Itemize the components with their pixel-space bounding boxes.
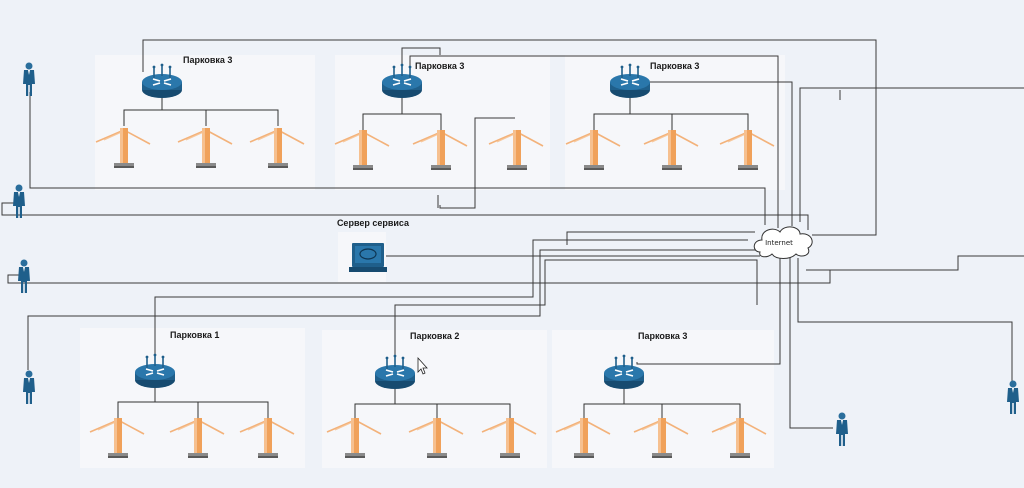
person-icon[interactable] xyxy=(23,370,35,405)
person-icon[interactable] xyxy=(23,62,35,97)
parking-label: Парковка 3 xyxy=(183,55,232,65)
connection-wires xyxy=(1,39,1024,429)
person-icon[interactable] xyxy=(1007,380,1019,415)
parking-label: Парковка 1 xyxy=(170,330,219,340)
parking-top-3: Парковка 3 xyxy=(565,61,775,171)
server-computer-icon xyxy=(349,243,387,272)
service-server[interactable]: Сервер сервиса xyxy=(337,218,410,272)
person-icon[interactable] xyxy=(13,184,25,219)
parking-label: Парковка 3 xyxy=(650,61,699,71)
cloud-icon xyxy=(753,226,813,259)
parking-top-2: Парковка 3 xyxy=(334,61,544,171)
parking-label: Парковка 3 xyxy=(638,331,687,341)
internet-cloud[interactable]: Internet xyxy=(753,226,813,259)
parking-bottom-1: Парковка 1 xyxy=(89,330,295,459)
person-icon[interactable] xyxy=(18,259,30,294)
parking-bottom-2: Парковка 2 xyxy=(326,331,537,459)
cloud-label: Internet xyxy=(765,239,793,247)
parking-label: Парковка 2 xyxy=(410,331,459,341)
server-label: Сервер сервиса xyxy=(337,218,410,228)
parking-panels xyxy=(80,55,785,468)
panel-top-1 xyxy=(95,55,315,190)
mouse-cursor-icon xyxy=(417,356,428,375)
person-icon[interactable] xyxy=(836,412,848,447)
parking-bottom-3: Парковка 3 xyxy=(555,331,767,459)
parking-top-1: Парковка 3 xyxy=(95,55,305,169)
parking-label: Парковка 3 xyxy=(415,61,464,71)
